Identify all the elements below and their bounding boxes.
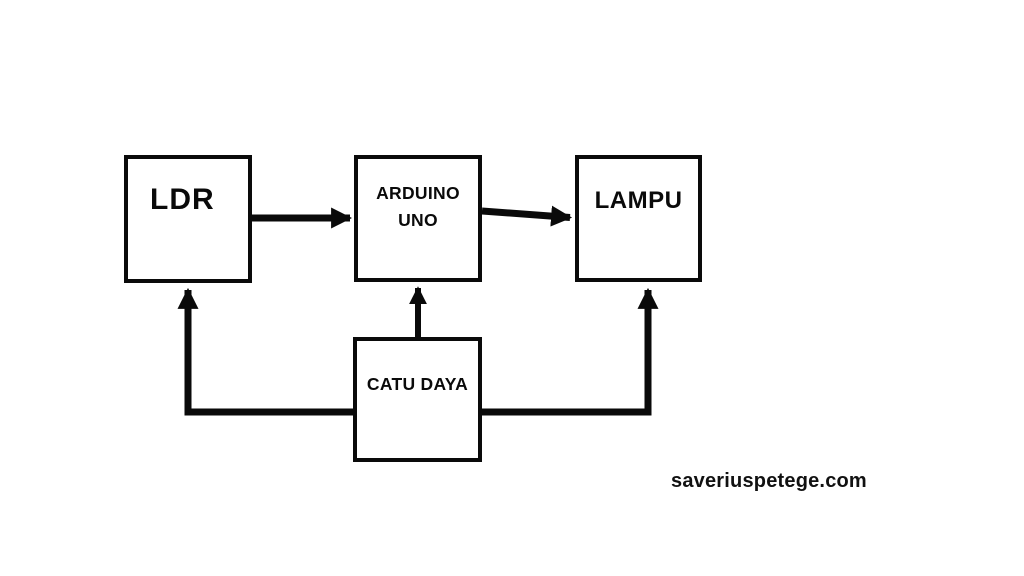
arrow-catudaya-to-lampu	[479, 287, 659, 416]
block-lampu: LAMPU	[575, 155, 702, 282]
block-ldr: LDR	[124, 155, 252, 283]
block-arduino-uno-label-line2: UNO	[398, 210, 438, 231]
block-catu-daya: CATU DAYA	[353, 337, 482, 462]
watermark-text: saveriuspetege.com	[671, 470, 867, 492]
block-ldr-label: LDR	[150, 183, 215, 216]
arrow-catudaya-to-ldr	[177, 287, 357, 416]
arrow-arduino-to-lampu	[481, 205, 573, 227]
block-lampu-label: LAMPU	[594, 187, 683, 214]
block-arduino-uno: ARDUINO UNO	[354, 155, 482, 282]
block-catu-daya-label: CATU DAYA	[366, 374, 469, 394]
block-arduino-uno-label-line1: ARDUINO	[376, 183, 460, 203]
